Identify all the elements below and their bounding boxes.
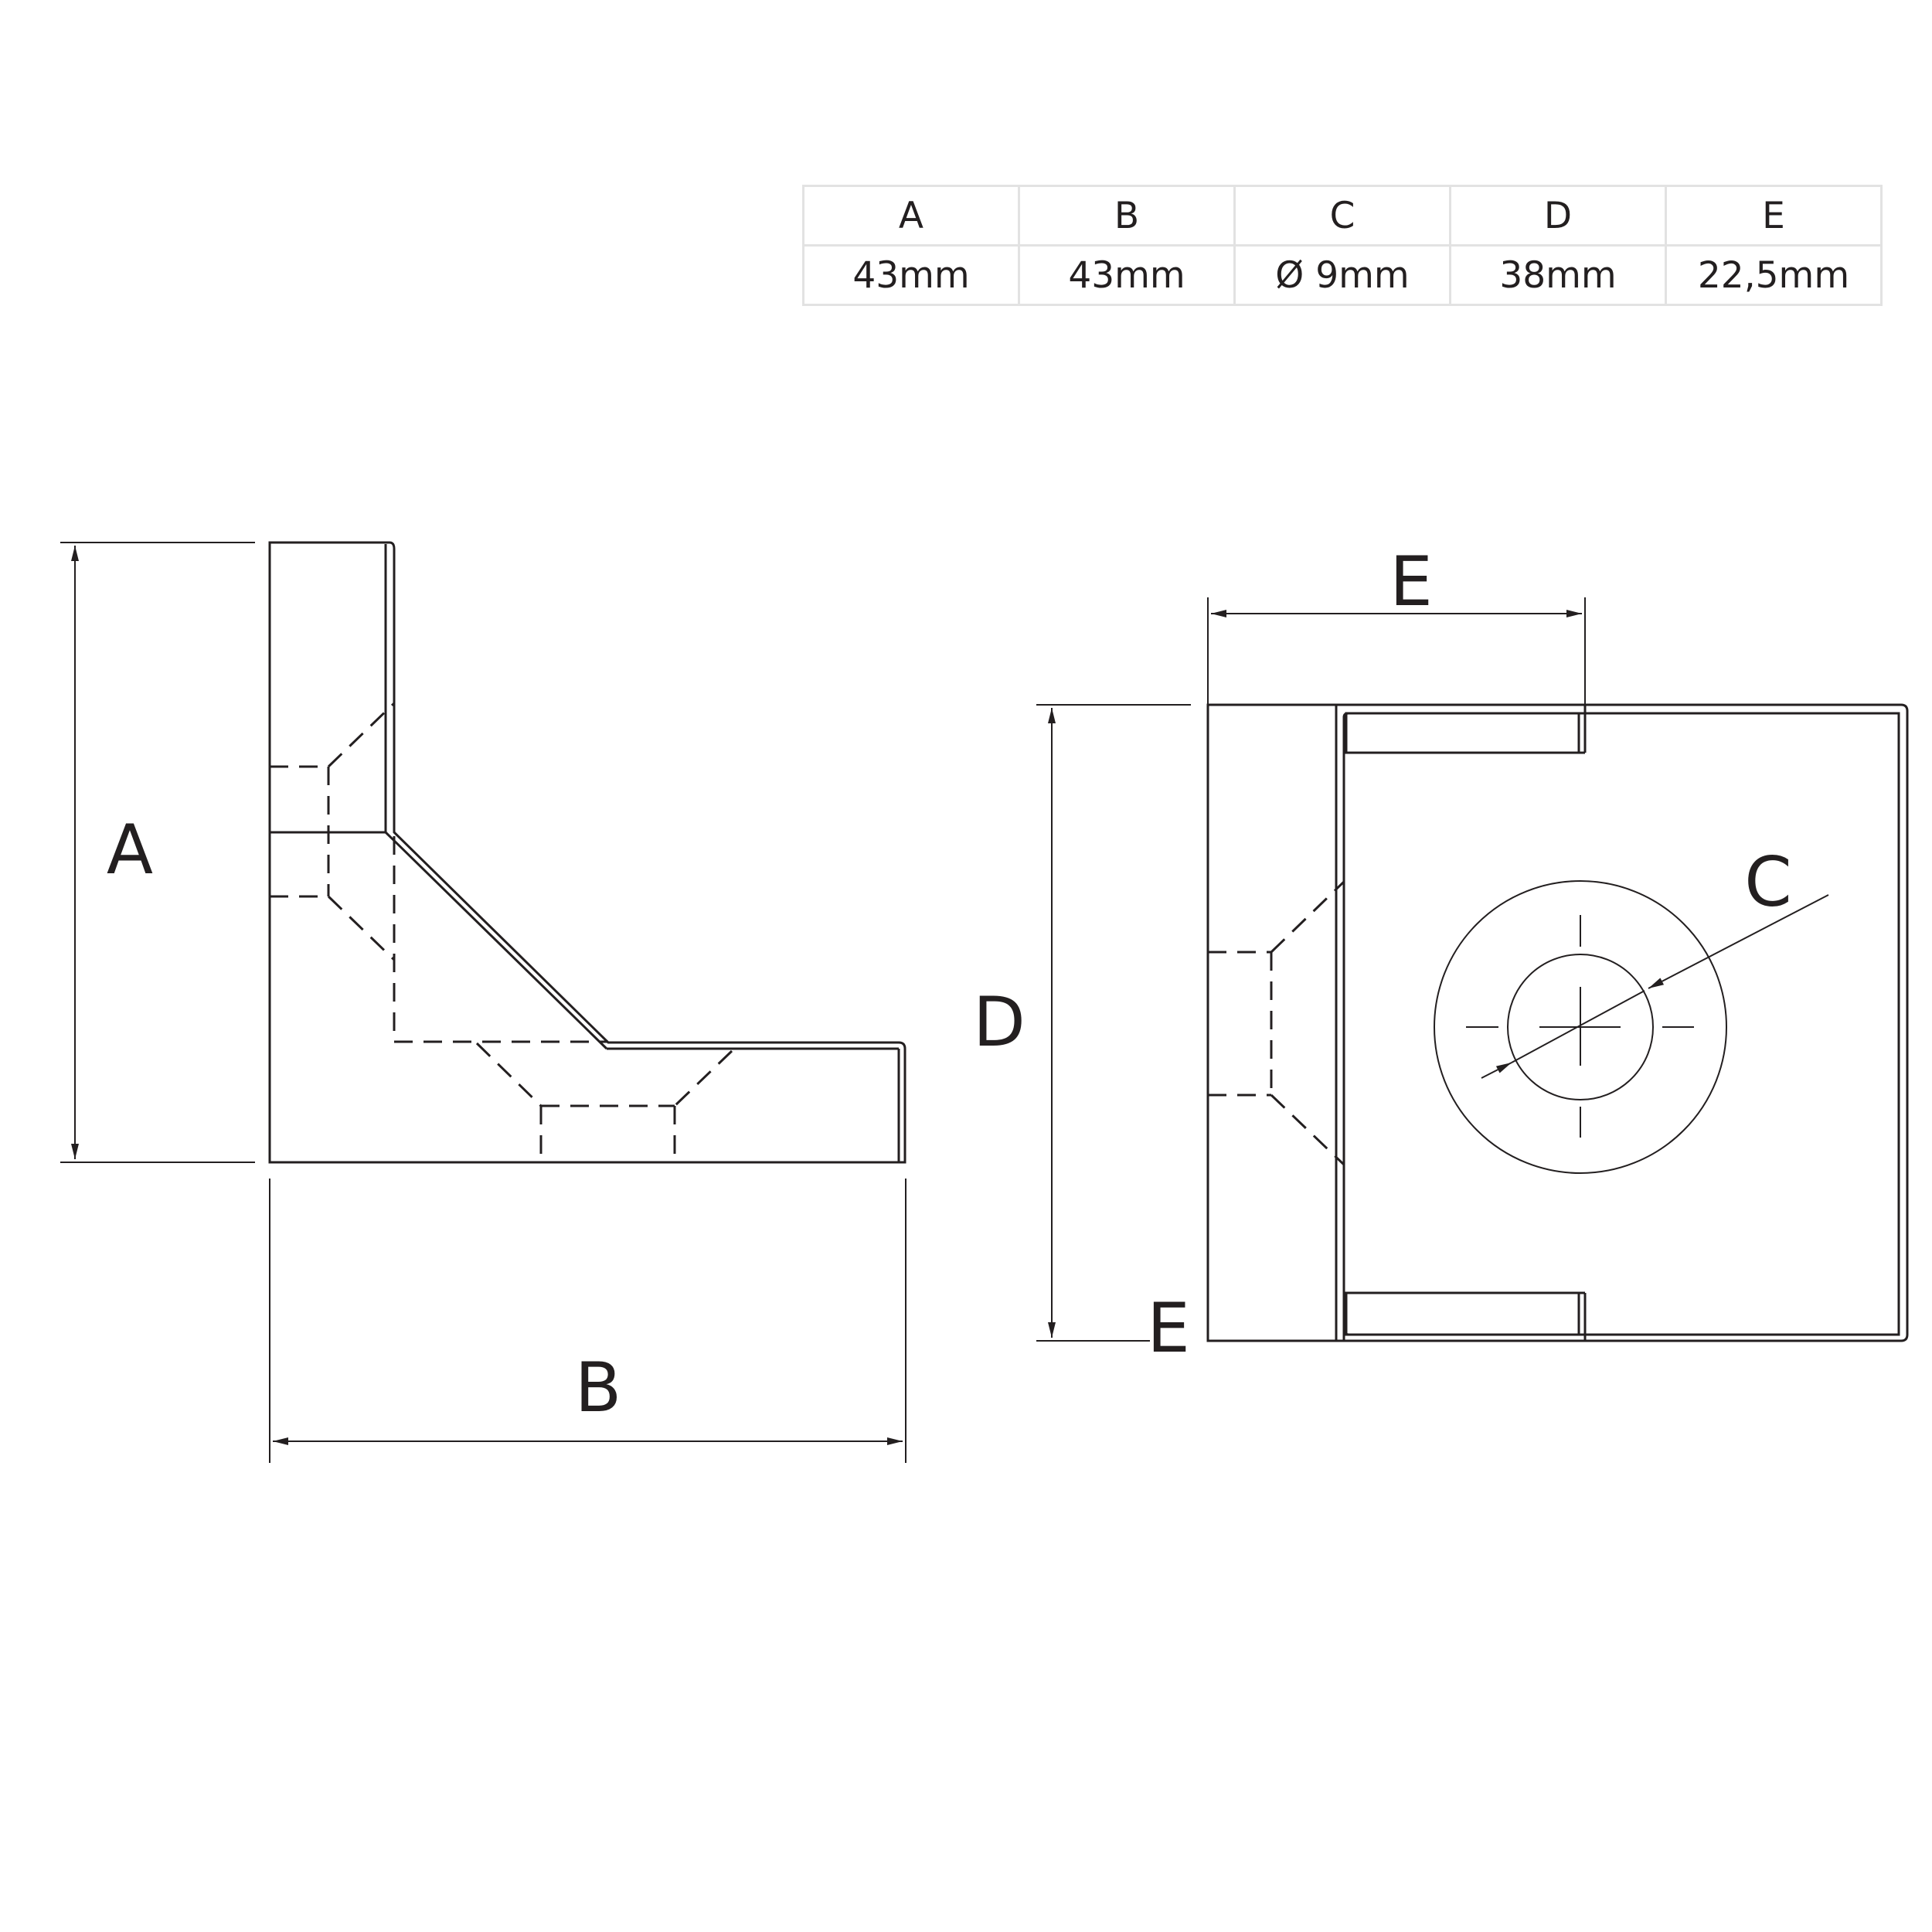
spec-header-e: E bbox=[1665, 185, 1883, 247]
spec-value-row: 43mm 43mm Ø 9mm 38mm 22,5mm bbox=[802, 244, 1883, 306]
leader-line-c bbox=[1648, 894, 1829, 989]
spec-value-d: 38mm bbox=[1449, 244, 1667, 306]
top-view: C E D E bbox=[973, 542, 1909, 1368]
side-view: A B bbox=[60, 541, 906, 1463]
spec-header-d: D bbox=[1449, 185, 1667, 247]
bracket-outline bbox=[268, 541, 906, 1164]
dimension-label-b: B bbox=[575, 1348, 621, 1427]
plate-inner-edge bbox=[1342, 712, 1900, 1336]
bottom-slot bbox=[1345, 1291, 1580, 1336]
bracket-chamfer-inner bbox=[384, 831, 608, 1050]
top-slot bbox=[1345, 712, 1580, 754]
hidden-line bbox=[1270, 880, 1345, 954]
hole-inner-circle bbox=[1507, 954, 1654, 1100]
spec-value-a: 43mm bbox=[802, 244, 1020, 306]
spec-header-b: B bbox=[1018, 185, 1236, 247]
dimension-label-d: D bbox=[973, 982, 1026, 1062]
spec-value-c: Ø 9mm bbox=[1233, 244, 1451, 306]
top-view-outline bbox=[1206, 703, 1909, 1342]
spec-header-row: A B C D E bbox=[802, 185, 1883, 247]
spec-header-c: C bbox=[1233, 185, 1451, 247]
dimension-label-a: A bbox=[107, 810, 153, 889]
dimension-label-e-bottom: E bbox=[1147, 1288, 1190, 1368]
dimension-spec-table: A B C D E 43mm 43mm Ø 9mm 38mm 22,5mm bbox=[802, 185, 1883, 306]
spec-value-b: 43mm bbox=[1018, 244, 1236, 306]
hidden-line bbox=[673, 1049, 733, 1107]
hidden-line bbox=[327, 895, 396, 961]
dimension-arrow-c bbox=[1481, 1062, 1512, 1079]
spec-value-e: 22,5mm bbox=[1665, 244, 1883, 306]
hidden-line bbox=[327, 702, 396, 768]
dimension-label-e-top: E bbox=[1389, 542, 1433, 621]
dimension-line-c bbox=[1511, 990, 1645, 1063]
dimension-label-c: C bbox=[1744, 842, 1791, 922]
hidden-line bbox=[475, 1042, 543, 1107]
countersink-outer-circle bbox=[1434, 880, 1727, 1174]
hidden-line bbox=[1270, 1094, 1345, 1166]
spec-header-a: A bbox=[802, 185, 1020, 247]
